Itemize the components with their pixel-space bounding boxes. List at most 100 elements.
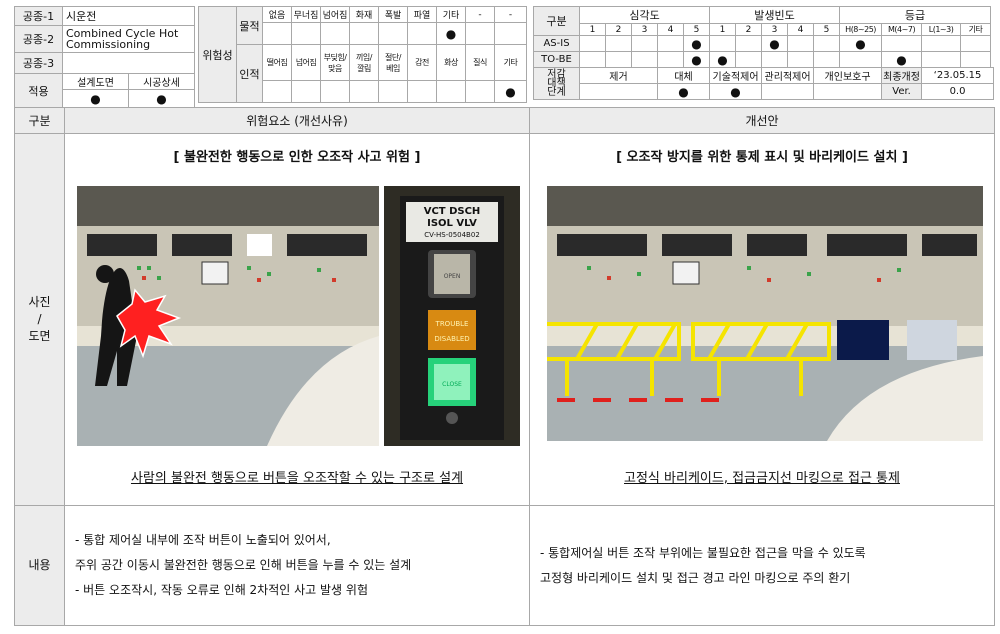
grade-label: 등급 — [839, 6, 992, 24]
reduction-mark: ● — [656, 83, 711, 100]
improvement-line: - 통합제어실 버튼 조작 부위에는 불필요한 접근을 막을 수 있도록 — [540, 545, 866, 560]
severity-mark — [605, 35, 632, 52]
grade-mark — [960, 35, 992, 52]
apply-mark: ● — [62, 89, 129, 109]
severity-mark: ● — [682, 51, 711, 68]
frequency-mark — [813, 35, 841, 52]
severity-scale: 1 — [579, 23, 606, 36]
reduction-col: 개인보호구 — [813, 67, 883, 84]
human-col: 기타 — [494, 44, 527, 81]
panel-disabled-text: DISABLED — [434, 335, 469, 343]
human-col: 끼임/깔림 — [349, 44, 379, 81]
frequency-mark — [761, 51, 789, 68]
work-type-value-line: Commissioning — [66, 38, 151, 51]
grade-mark — [921, 51, 962, 68]
grade-col: L(1~3) — [921, 23, 962, 36]
physical-col: 무너짐 — [291, 6, 321, 23]
physical-col: 파열 — [407, 6, 437, 23]
grade-col: 기타 — [960, 23, 992, 36]
severity-mark — [657, 51, 684, 68]
human-col-text: 베임 — [386, 63, 400, 73]
frequency-mark — [735, 51, 763, 68]
hazard-content: - 통합 제어실 내부에 조작 버튼이 노출되어 있어서, 주위 공간 이동시 … — [64, 505, 530, 626]
human-col-text: 떨어짐 — [266, 58, 288, 67]
frequency-scale: 1 — [709, 23, 737, 36]
physical-mark — [320, 22, 350, 45]
grade-mark — [839, 51, 883, 68]
human-col-text: 화상 — [444, 58, 458, 67]
physical-mark — [378, 22, 408, 45]
panel-text-3: CV-HS-0504B02 — [424, 231, 480, 239]
human-col: 감전 — [407, 44, 437, 81]
improvement-photo-cell: [ 오조작 방지를 위한 통제 표시 및 바리케이드 설치 ] — [529, 133, 995, 506]
severity-mark — [631, 51, 658, 68]
apply-col-construction: 시공상세 — [128, 73, 195, 90]
risk-assessment-table: 구분 심각도 발생빈도 등급 1 2 3 4 5 1 2 3 4 5 H(8~2… — [533, 6, 994, 100]
grade-col: H(8~25) — [839, 23, 883, 36]
human-mark — [349, 80, 379, 103]
revision-label: 최종개정 — [881, 67, 923, 84]
human-col: 질식 — [465, 44, 495, 81]
severity-scale: 3 — [631, 23, 658, 36]
grade-mark: ● — [881, 51, 923, 68]
reduction-mark — [813, 83, 883, 100]
work-type-label: 공종-1 — [14, 6, 63, 26]
human-col-text: 끼임/ — [356, 52, 372, 62]
row-content-label: 내용 — [14, 505, 65, 626]
human-col-text: 절단/ — [385, 52, 401, 62]
human-mark — [378, 80, 408, 103]
revision-value: ‘23.05.15 — [921, 67, 994, 84]
reduction-label: 저감 대책 단계 — [533, 67, 580, 100]
work-type-table: 공종-1 시운전 공종-2 Combined Cycle Hot Commiss… — [14, 6, 195, 109]
frequency-mark — [787, 35, 815, 52]
frequency-mark: ● — [709, 51, 737, 68]
human-col-text: 기타 — [503, 58, 518, 67]
frequency-mark — [735, 35, 763, 52]
reduction-col: 관리적제어 — [761, 67, 815, 84]
physical-col: 폭발 — [378, 6, 408, 23]
control-room-photo-improvement — [547, 186, 983, 441]
physical-mark — [465, 22, 495, 45]
row-photo-label-text: 사진 — [28, 295, 51, 310]
human-col-text: 맞음 — [328, 63, 342, 73]
reduction-col: 제거 — [579, 67, 658, 84]
reduction-label-text: 대책 — [547, 78, 566, 89]
frequency-mark: ● — [761, 35, 789, 52]
physical-mark — [349, 22, 379, 45]
frequency-mark — [813, 51, 841, 68]
work-type-label: 공종-3 — [14, 52, 63, 74]
physical-mark — [407, 22, 437, 45]
physical-mark — [291, 22, 321, 45]
frequency-scale: 2 — [735, 23, 763, 36]
severity-mark — [657, 35, 684, 52]
main-col-category: 구분 — [14, 107, 65, 134]
human-col: 넘어짐 — [291, 44, 321, 81]
hazard-line: - 통합 제어실 내부에 조작 버튼이 노출되어 있어서, — [75, 533, 331, 547]
apply-mark: ● — [128, 89, 195, 109]
apply-label: 적용 — [14, 73, 63, 109]
hazard-line: - 버튼 오조작시, 작동 오류로 인해 2차적인 사고 발생 위험 — [75, 583, 368, 597]
human-mark — [262, 80, 292, 103]
frequency-scale: 4 — [787, 23, 815, 36]
severity-mark — [631, 35, 658, 52]
human-mark — [320, 80, 350, 103]
version-value: 0.0 — [921, 83, 994, 100]
physical-label: 물적 — [236, 6, 263, 45]
grade-mark: ● — [839, 35, 883, 52]
human-mark — [465, 80, 495, 103]
work-type-label: 공종-2 — [14, 25, 63, 53]
improvement-title: [ 오조작 방지를 위한 통제 표시 및 바리케이드 설치 ] — [616, 150, 908, 165]
grade-mark — [960, 51, 992, 68]
hazard-label: 위험성 — [198, 6, 237, 103]
severity-mark — [579, 51, 606, 68]
panel-trouble-text: TROUBLE — [435, 320, 469, 328]
hazard-title: [ 불완전한 행동으로 인한 오조작 사고 위험 ] — [173, 150, 421, 165]
severity-scale: 2 — [605, 23, 632, 36]
frequency-label: 발생빈도 — [709, 6, 841, 24]
as-is-label: AS-IS — [533, 35, 580, 52]
to-be-label: TO-BE — [533, 51, 580, 68]
work-type-value-line: Combined Cycle Hot — [66, 27, 179, 40]
physical-col: - — [465, 6, 495, 23]
human-col: 화상 — [436, 44, 466, 81]
human-col-text: 감전 — [415, 58, 429, 67]
